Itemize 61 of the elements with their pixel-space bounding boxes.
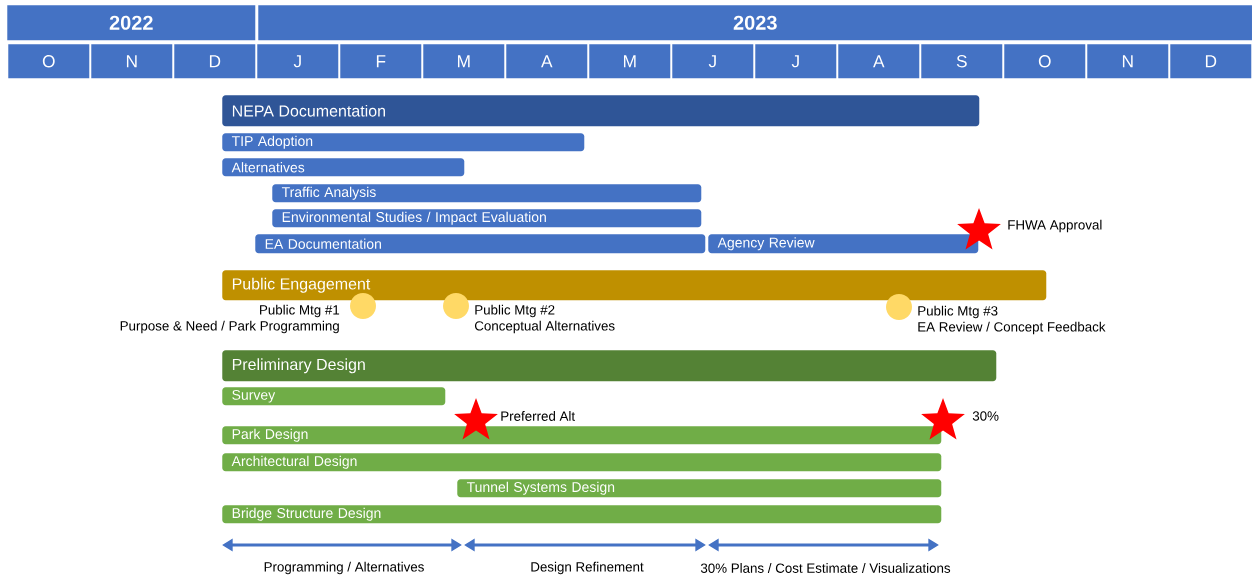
phase-label: 30% Plans / Cost Estimate / Visualizations — [700, 563, 951, 573]
node-label: J — [293, 55, 301, 68]
timeline-bar: Preliminary Design — [222, 350, 997, 382]
node-label: F — [376, 55, 386, 68]
node-label: N — [1122, 55, 1133, 68]
month-cell: M — [423, 44, 505, 79]
month-cell: D — [174, 44, 256, 79]
node-label: M — [623, 55, 636, 68]
month-cell: S — [921, 44, 1003, 79]
timeline-bar: Park Design — [222, 426, 942, 445]
milestone-circle — [350, 293, 376, 319]
year-header: 2022 — [7, 5, 256, 41]
phase-label: Programming / Alternatives — [264, 561, 424, 575]
node-label: O — [1038, 55, 1051, 68]
node-label: N — [126, 55, 137, 68]
milestone-label: Public Mtg #3 EA Review / Concept Feedback — [918, 305, 1106, 335]
milestone-label: 30% — [972, 411, 999, 421]
node-label: O — [42, 55, 55, 68]
month-cell: O — [8, 44, 90, 79]
month-cell: J — [672, 44, 754, 79]
node-label: A — [873, 55, 885, 68]
node-label: S — [956, 55, 967, 68]
node-label: A — [541, 55, 553, 68]
node-label: J — [791, 55, 799, 68]
timeline-bar: TIP Adoption — [222, 133, 585, 152]
phase-label: Design Refinement — [531, 561, 644, 575]
month-cell: F — [340, 44, 422, 79]
timeline-bar: Alternatives — [222, 158, 465, 177]
timeline-bar: Architectural Design — [222, 453, 942, 472]
year-header: 2023 — [258, 5, 1252, 41]
milestone-label: FHWA Approval — [1008, 219, 1102, 233]
month-cell: D — [1170, 44, 1252, 79]
timeline-bar: NEPA Documentation — [222, 95, 980, 127]
milestone-circle — [886, 294, 912, 320]
month-cell: J — [257, 44, 339, 79]
timeline-bar: EA Documentation — [255, 234, 706, 254]
month-cell: A — [838, 44, 920, 79]
timeline-bar: Agency Review — [708, 234, 979, 254]
milestone-star — [957, 208, 1001, 250]
milestone-circle — [443, 293, 469, 319]
timeline-bar: Bridge Structure Design — [222, 505, 942, 524]
timeline-bar: Environmental Studies / Impact Evaluation — [272, 209, 702, 228]
month-cell: O — [1004, 44, 1086, 79]
node-label: D — [1205, 55, 1217, 68]
milestone-label: Preferred Alt — [501, 411, 575, 421]
timeline-bar: Public Engagement — [222, 270, 1047, 301]
node-label: D — [209, 55, 221, 68]
month-cell: A — [506, 44, 588, 79]
milestone-label: Public Mtg #2 Conceptual Alternatives — [474, 304, 615, 334]
milestone-label: Public Mtg #1 Purpose & Need / Park Programming — [120, 304, 340, 334]
month-cell: M — [589, 44, 671, 79]
milestone-star — [454, 398, 498, 440]
node-label: M — [457, 55, 470, 68]
month-cell: N — [91, 44, 173, 79]
milestone-star — [921, 398, 965, 440]
month-cell: J — [755, 44, 837, 79]
timeline-bar: Traffic Analysis — [272, 184, 702, 203]
timeline-bar: Tunnel Systems Design — [457, 479, 942, 498]
timeline-bar: Survey — [222, 387, 446, 406]
month-cell: N — [1087, 44, 1169, 79]
node-label: J — [708, 55, 716, 68]
